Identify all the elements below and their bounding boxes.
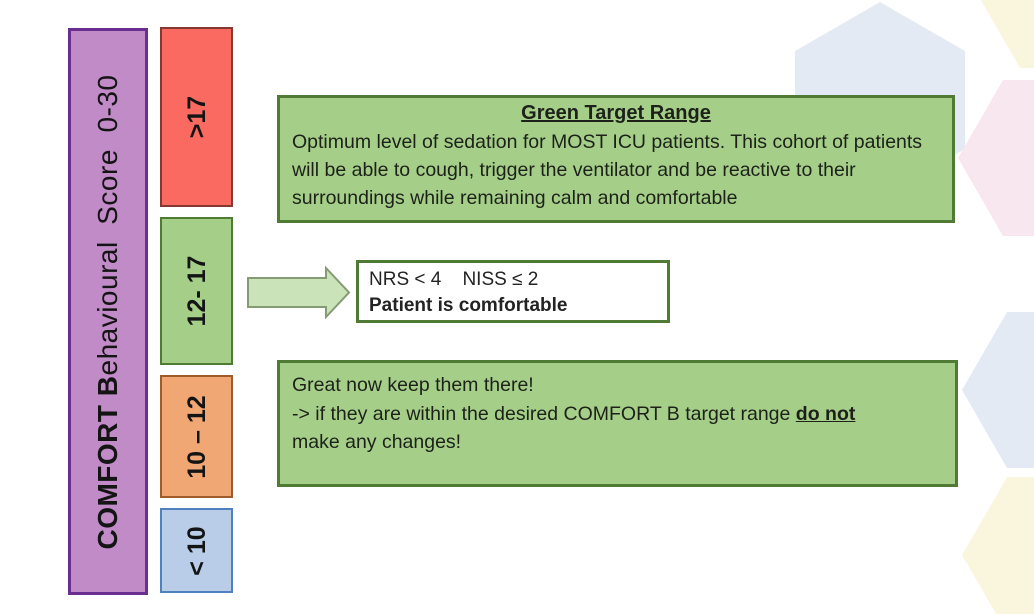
advice-line-3: make any changes!	[292, 431, 462, 454]
assessment-criteria-box: NRS < 4 NISS ≤ 2 Patient is comfortable	[356, 260, 670, 323]
comfort-scale-label-rest: ehavioural Score 0-30	[92, 73, 123, 375]
patient-comfortable-text: Patient is comfortable	[369, 294, 568, 316]
advice-line-2-prefix: -> if they are within the desired COMFOR…	[292, 402, 796, 425]
score-range-label: < 10	[182, 525, 211, 576]
green-target-range-title: Green Target Range	[521, 102, 711, 124]
hexagon-decoration-blue	[962, 312, 1034, 468]
score-range-above-17: >17	[160, 27, 233, 207]
green-target-range-panel: Green Target Range Optimum level of seda…	[277, 95, 955, 223]
advice-line-2: -> if they are within the desired COMFOR…	[292, 400, 943, 429]
comfort-scale-label-bold: COMFORT B	[92, 375, 123, 550]
hexagon-decoration-yellow	[975, 0, 1034, 68]
score-range-below-10: < 10	[160, 508, 233, 593]
hexagon-decoration-yellow	[962, 477, 1034, 614]
comfort-scale-label: COMFORT Behavioural Score 0-30	[88, 32, 128, 592]
score-range-12-17: 12- 17	[160, 217, 233, 365]
score-range-label: >17	[182, 95, 211, 139]
advice-panel: Great now keep them there! -> if they ar…	[277, 360, 958, 487]
hexagon-decoration-pink	[958, 80, 1034, 236]
advice-line-1: Great now keep them there!	[292, 374, 534, 396]
score-range-label: 12- 17	[182, 255, 211, 327]
advice-do-not-emphasis: do not	[795, 402, 856, 425]
score-range-10-12: 10 – 12	[160, 375, 233, 498]
assessment-scores-text: NRS < 4 NISS ≤ 2	[369, 269, 539, 290]
comfort-scale-bar: COMFORT Behavioural Score 0-30	[68, 28, 148, 595]
right-arrow-icon	[247, 266, 351, 319]
green-target-range-body: Optimum level of sedation for MOST ICU p…	[292, 131, 923, 210]
